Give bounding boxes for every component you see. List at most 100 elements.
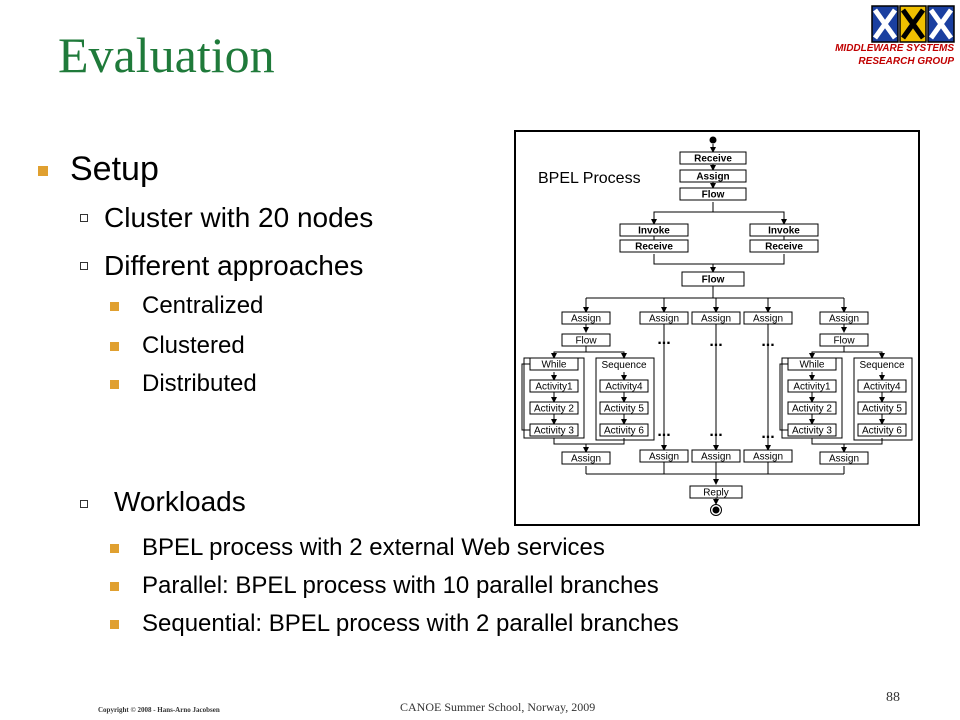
bullet-icon — [110, 302, 119, 311]
while-box: While — [529, 357, 579, 371]
bullet-icon — [110, 620, 119, 629]
assign-box: Assign — [561, 311, 611, 325]
activity-box: Activity 2 — [787, 401, 837, 415]
receive-label: Receive — [694, 154, 732, 165]
assign-box: Assign — [679, 169, 747, 183]
assign-box: Assign — [819, 311, 869, 325]
activity-label: Activity 3 — [792, 426, 832, 437]
ellipsis: ... — [761, 425, 774, 442]
activity-label: Activity4 — [863, 382, 901, 393]
assign-label: Assign — [829, 314, 859, 325]
activity-box: Activity 3 — [529, 423, 579, 437]
invoke-label: Invoke — [768, 226, 800, 237]
copyright-notice: Copyright © 2008 - Hans-Arno Jacobsen — [98, 706, 220, 714]
assign-box: Assign — [743, 449, 793, 463]
flow-label: Flow — [833, 336, 855, 347]
activity-box: Activity 3 — [787, 423, 837, 437]
bpel-process-caption: BPEL Process — [538, 170, 641, 187]
receive-box-right: Receive — [749, 239, 819, 253]
activity-box: Activity4 — [599, 379, 649, 393]
assign-box: Assign — [639, 311, 689, 325]
sequence-container — [853, 357, 913, 441]
activity-label: Activity 6 — [604, 426, 644, 437]
assign-label: Assign — [753, 314, 783, 325]
approach-item: Distributed — [142, 370, 257, 397]
receive-box: Receive — [679, 151, 747, 165]
flow-box: Flow — [819, 333, 869, 347]
while-label: While — [799, 360, 824, 371]
assign-box: Assign — [691, 449, 741, 463]
start-node-icon — [709, 136, 717, 144]
end-node-icon — [712, 506, 720, 514]
assign-label: Assign — [701, 452, 731, 463]
ellipsis: ... — [709, 423, 722, 440]
assign-label: Assign — [753, 452, 783, 463]
assign-label: Assign — [649, 452, 679, 463]
flow-label: Flow — [702, 190, 725, 201]
activity-box: Activity1 — [529, 379, 579, 393]
assign-box: Assign — [691, 311, 741, 325]
receive-label: Receive — [635, 242, 673, 253]
page-number: 88 — [886, 690, 900, 705]
flow-label: Flow — [702, 275, 725, 286]
hollow-square-bullet-icon — [80, 214, 88, 222]
assign-label: Assign — [571, 454, 601, 465]
while-label: While — [541, 360, 566, 371]
assign-box: Assign — [639, 449, 689, 463]
activity-box: Activity1 — [787, 379, 837, 393]
activity-label: Activity 6 — [862, 426, 902, 437]
bullet-icon — [110, 342, 119, 351]
while-box: While — [787, 357, 837, 371]
assign-label: Assign — [571, 314, 601, 325]
activity-label: Activity1 — [535, 382, 573, 393]
activity-box: Activity 6 — [599, 423, 649, 437]
approach-item: Clustered — [142, 332, 245, 359]
reply-label: Reply — [703, 488, 729, 499]
activity-label: Activity 2 — [792, 404, 832, 415]
bpel-diagram-svg: BPEL Process Receive Assign Flow Invoke … — [521, 136, 913, 516]
receive-box-left: Receive — [619, 239, 689, 253]
assign-label: Assign — [701, 314, 731, 325]
sequence-container — [595, 357, 655, 441]
flow-box-main: Flow — [681, 271, 745, 287]
assign-box: Assign — [819, 451, 869, 465]
assign-label: Assign — [829, 454, 859, 465]
activity-box: Activity 6 — [857, 423, 907, 437]
assign-box: Assign — [561, 451, 611, 465]
bullet-icon — [110, 544, 119, 553]
activity-label: Activity 2 — [534, 404, 574, 415]
msrg-logo-icon — [871, 5, 955, 43]
slide-title: Evaluation — [58, 27, 275, 83]
invoke-box-right: Invoke — [749, 223, 819, 237]
assign-box: Assign — [743, 311, 793, 325]
activity-box: Activity4 — [857, 379, 907, 393]
workloads-heading: Workloads — [114, 486, 246, 517]
assign-label: Assign — [696, 172, 729, 183]
bullet-icon — [110, 582, 119, 591]
flow-box: Flow — [679, 187, 747, 201]
activity-box: Activity 2 — [529, 401, 579, 415]
logo-caption: MIDDLEWARE SYSTEMS RESEARCH GROUP — [835, 42, 954, 68]
activity-box: Activity 5 — [599, 401, 649, 415]
activity-label: Activity1 — [793, 382, 831, 393]
workload-item: Parallel: BPEL process with 10 parallel … — [142, 572, 659, 599]
activity-label: Activity 3 — [534, 426, 574, 437]
setup-cluster-text: Cluster with 20 nodes — [104, 202, 374, 233]
bpel-process-diagram: BPEL Process Receive Assign Flow Invoke … — [514, 130, 920, 526]
activity-box: Activity 5 — [857, 401, 907, 415]
activity-label: Activity 5 — [862, 404, 902, 415]
ellipsis: ... — [709, 333, 722, 350]
invoke-box-left: Invoke — [619, 223, 689, 237]
workload-item: BPEL process with 2 external Web service… — [142, 534, 605, 561]
setup-heading: Setup — [70, 150, 159, 188]
ellipsis: ... — [657, 423, 670, 440]
approach-item: Centralized — [142, 292, 264, 319]
flow-label: Flow — [575, 336, 597, 347]
flow-box: Flow — [561, 333, 611, 347]
sequence-label: Sequence — [859, 360, 904, 371]
ellipsis: ... — [761, 333, 774, 350]
activity-label: Activity4 — [605, 382, 643, 393]
ellipsis: ... — [657, 331, 670, 348]
assign-label: Assign — [649, 314, 679, 325]
activity-label: Activity 5 — [604, 404, 644, 415]
